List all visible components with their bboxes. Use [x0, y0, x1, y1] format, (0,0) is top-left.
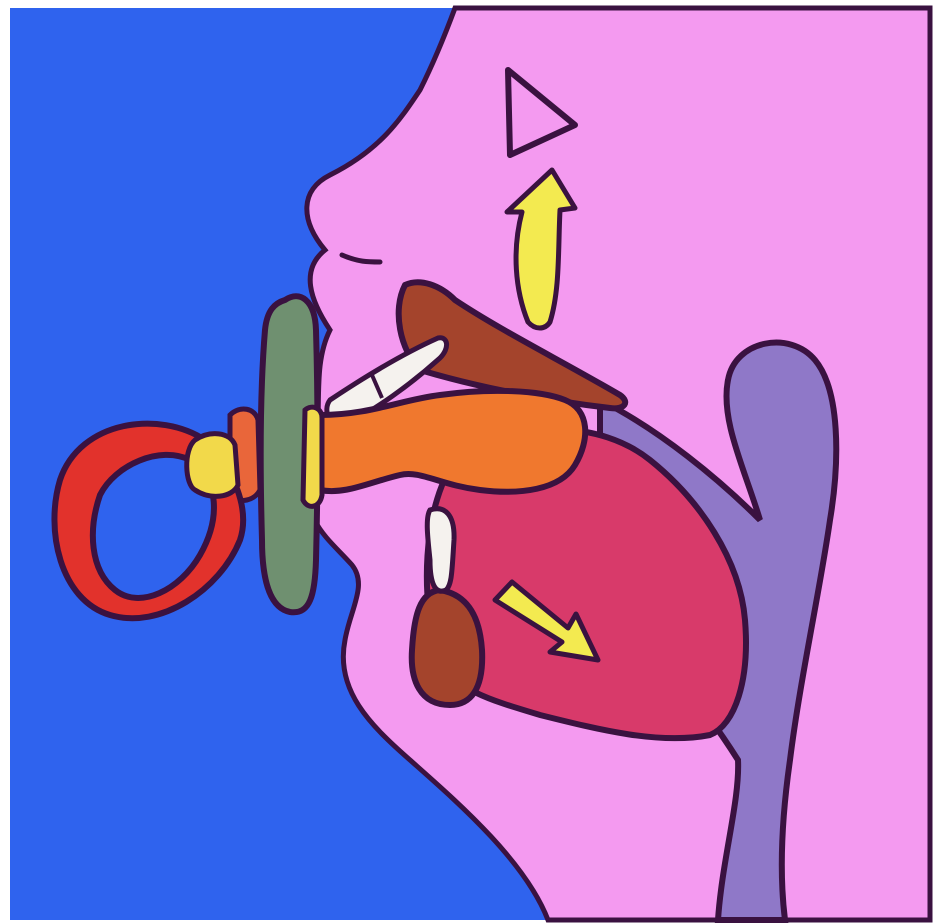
pacifier-knob [187, 434, 238, 497]
lower-tooth [427, 509, 454, 592]
lower-jaw [412, 590, 482, 705]
pacifier-band [303, 407, 322, 506]
